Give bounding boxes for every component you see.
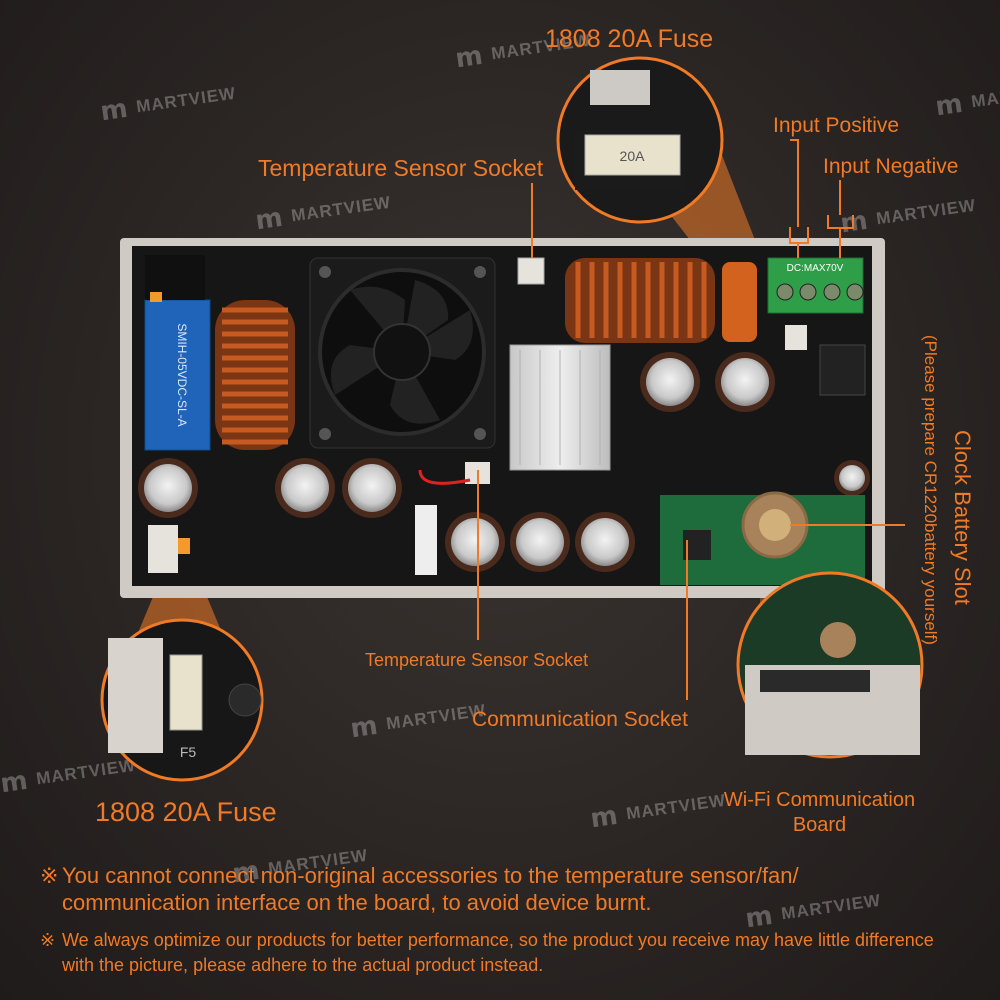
inductor-toroid: [565, 258, 715, 343]
shunt-resistor: [415, 505, 437, 575]
input-terminal-block: DC:MAX70V: [767, 257, 864, 314]
svg-text:F5: F5: [180, 744, 197, 760]
label-input-positive: Input Positive: [773, 114, 900, 137]
capacitor: [138, 352, 870, 572]
note-accessories: ※You cannot connect non-original accesso…: [40, 863, 799, 915]
svg-text:SMIH-05VDC-SL-A: SMIH-05VDC-SL-A: [175, 323, 189, 426]
label-battery-note: (Please prepare CR1220battery yourself): [921, 335, 940, 645]
relay: SMIH-05VDC-SL-A: [144, 299, 211, 451]
wifi-board: [660, 491, 865, 585]
label-temp-socket-top: Temperature Sensor Socket: [258, 155, 544, 181]
svg-text:20A: 20A: [620, 148, 646, 164]
label-wifi-board: Wi-Fi Communication Board: [723, 789, 916, 836]
fan-wire: [418, 469, 471, 485]
label-fuse-top: 1808 20A Fuse: [545, 25, 714, 53]
label-temp-socket-mid: Temperature Sensor Socket: [365, 650, 589, 670]
temp-sensor-connector: [517, 257, 545, 285]
film-capacitor: [722, 262, 757, 342]
label-fuse-bottom: 1808 20A Fuse: [95, 797, 277, 827]
note-product-difference: ※We always optimize our products for bet…: [40, 930, 934, 975]
inductor-left: [215, 300, 295, 450]
label-communication-socket: Communication Socket: [472, 708, 688, 731]
cooling-fan: [309, 257, 496, 449]
zoom-fuse-bottom: F5: [100, 618, 264, 782]
leader-lines: [477, 139, 905, 700]
label-clock-battery: Clock Battery Slot: [950, 430, 975, 605]
svg-text:DC:MAX70V: DC:MAX70V: [787, 263, 844, 274]
zoom-wifi-board: [736, 571, 924, 759]
label-input-negative: Input Negative: [823, 155, 959, 178]
fuse-connector: [148, 525, 178, 573]
zoom-fuse-top: 20A: [556, 56, 724, 224]
